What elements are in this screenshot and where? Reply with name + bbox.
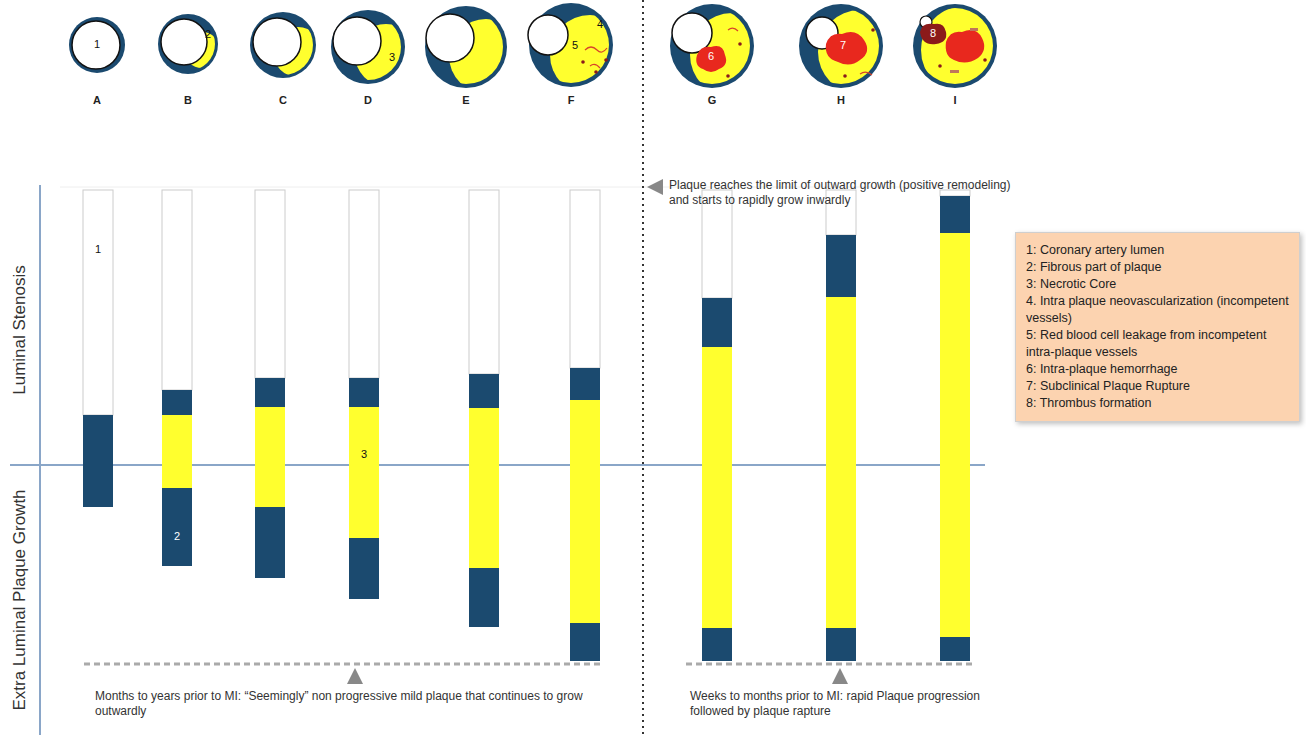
callout-number: 2 bbox=[205, 28, 211, 42]
callout-number: 4 bbox=[597, 18, 603, 32]
legend-text: 4. Intra plaque neovascularization (inco… bbox=[1026, 293, 1289, 327]
panel-letter: A bbox=[93, 94, 101, 108]
legend-text: 1: Coronary artery lumen bbox=[1026, 242, 1289, 259]
panel-letter: B bbox=[184, 94, 192, 108]
note: Months to years prior to MI: “Seemingly”… bbox=[95, 689, 615, 719]
legend-text: 2: Fibrous part of plaque bbox=[1026, 259, 1289, 276]
legend-text: 8: Thrombus formation bbox=[1026, 395, 1289, 412]
callout-number: 3 bbox=[389, 51, 395, 65]
panel-letter: H bbox=[837, 94, 845, 108]
callout-number: 7 bbox=[840, 39, 846, 53]
legend-text: 7: Subclinical Plaque Rupture bbox=[1026, 378, 1289, 395]
panel-letter: G bbox=[708, 94, 717, 108]
axis-label: Extra Luminal Plaque Growth bbox=[9, 489, 30, 710]
legend-text: 3: Necrotic Core bbox=[1026, 276, 1289, 293]
callout-number: 8 bbox=[930, 27, 936, 41]
panel-letter: E bbox=[462, 94, 469, 108]
bar-callout: 2 bbox=[174, 530, 180, 544]
legend-box: 1: Coronary artery lumen2: Fibrous part … bbox=[1015, 232, 1300, 422]
legend-text: 6: Intra-plaque hemorrhage bbox=[1026, 361, 1289, 378]
panel-letter: I bbox=[953, 94, 956, 108]
callout-number: 1 bbox=[94, 38, 100, 52]
note: Weeks to months prior to MI: rapid Plaqu… bbox=[690, 689, 990, 719]
panel-letter: C bbox=[279, 94, 287, 108]
callout-number: 6 bbox=[708, 50, 714, 64]
axis-label: Luminal Stenosis bbox=[9, 265, 30, 394]
callout-number: 5 bbox=[572, 39, 578, 53]
panel-letter: F bbox=[568, 94, 575, 108]
panel-letter: D bbox=[364, 94, 372, 108]
bar-callout: 1 bbox=[95, 243, 101, 257]
bar-callout: 3 bbox=[361, 448, 367, 462]
legend-text: 5: Red blood cell leakage from incompete… bbox=[1026, 327, 1289, 361]
note: Plaque reaches the limit of outward grow… bbox=[669, 178, 1014, 208]
